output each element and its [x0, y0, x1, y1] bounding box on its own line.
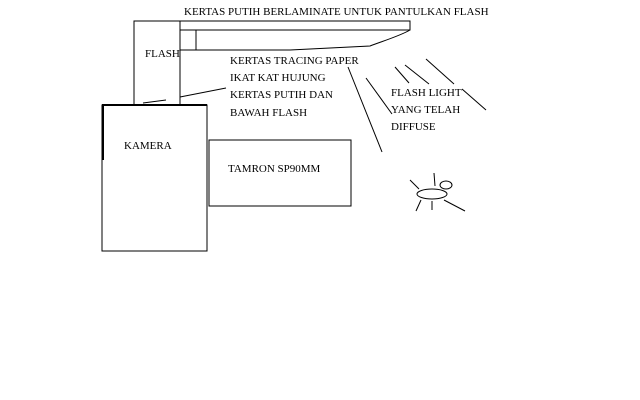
light-ray	[347, 66, 383, 153]
camera-label: KAMERA	[124, 140, 172, 152]
top-paper-label: KERTAS PUTIH BERLAMINATE UNTUK PANTULKAN…	[184, 6, 489, 18]
light-ray	[404, 64, 430, 85]
light-ray	[425, 58, 455, 85]
flash-label: FLASH	[145, 48, 180, 60]
light-ray	[365, 77, 393, 115]
light-ray	[394, 66, 410, 84]
reflector-slope	[196, 29, 411, 51]
tracing-label-line-1: KERTAS TRACING PAPER	[230, 55, 359, 67]
flash-unit	[133, 20, 181, 106]
light-rays	[347, 58, 487, 153]
diffuse-label-line-3: DIFFUSE	[391, 121, 436, 133]
diffuse-label-line-2: YANG TELAH	[391, 104, 460, 116]
flash-head	[180, 29, 197, 51]
light-ray	[461, 88, 487, 111]
tracing-paper-line	[142, 99, 167, 104]
tracing-label-line-3: KERTAS PUTIH DAN	[230, 89, 333, 101]
diffuse-label-line-1: FLASH LIGHT	[391, 87, 462, 99]
camera-body	[101, 104, 208, 252]
bug-icon	[409, 172, 466, 212]
tracing-label-line-2: IKAT KAT HUJUNG	[230, 72, 326, 84]
lens-label: TAMRON SP90MM	[228, 163, 321, 175]
tracing-paper-pointer	[179, 87, 227, 98]
lens-body	[208, 139, 352, 207]
tracing-label-line-4: BAWAH FLASH	[230, 107, 307, 119]
laminated-paper-reflector	[179, 20, 411, 31]
